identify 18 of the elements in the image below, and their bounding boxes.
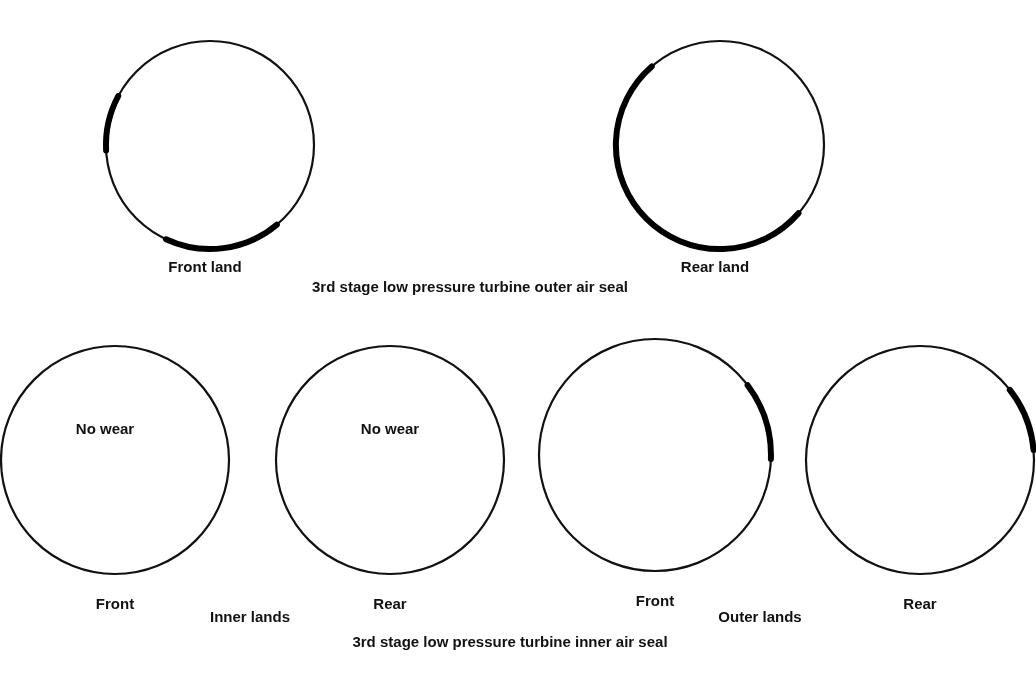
wear-note: No wear <box>360 420 420 437</box>
figure-caption: 3rd stage low pressure turbine outer air seal <box>312 278 628 295</box>
wear-note: No wear <box>75 420 135 437</box>
land-label: Front <box>95 595 135 612</box>
land-label: Rear <box>373 595 407 612</box>
group-label: Outer lands <box>718 608 802 625</box>
seal-land-circle <box>275 345 505 575</box>
seal-land-circle <box>538 338 772 572</box>
seal-land-circle <box>805 345 1035 575</box>
land-label: Rear <box>903 595 937 612</box>
figure-caption: 3rd stage low pressure turbine inner air seal <box>352 633 668 650</box>
group-label: Inner lands <box>210 608 290 625</box>
land-label: Front <box>635 592 675 609</box>
land-label: Rear land <box>680 258 750 275</box>
land-label: Front land <box>168 258 242 275</box>
seal-land-circle <box>105 40 315 250</box>
seal-land-circle <box>615 40 825 250</box>
seal-land-circle <box>0 345 230 575</box>
